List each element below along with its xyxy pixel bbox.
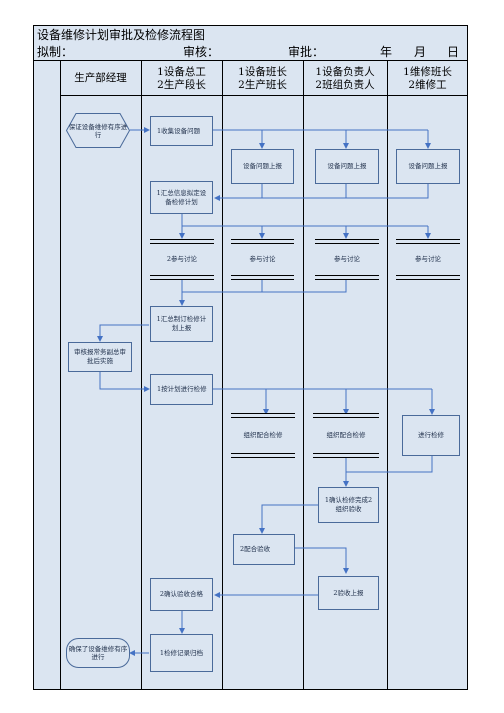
lane-divider (303, 60, 304, 690)
start-label: 保证设备维修有序进行 (68, 122, 128, 139)
confirm-complete-box: 1确认检修完成2组织验收 (318, 487, 379, 523)
repair-box: 进行检修 (402, 415, 460, 456)
arrow-repair-merge (345, 456, 433, 473)
lane-divider (387, 60, 388, 690)
collect-issues-box: 1收集设备问题 (150, 116, 213, 146)
coop-repair-box-a: 组织配合检修 (231, 413, 295, 458)
month-label: 月 (414, 45, 427, 59)
accept-report-box: 2验收上报 (318, 576, 379, 610)
day-label: 日 (447, 45, 460, 59)
approve-box: 审核报常务副总审批后实施 (68, 342, 132, 372)
lane-divider (222, 60, 223, 690)
lane-header-line: 1设备负责人 (315, 65, 375, 78)
review-label: 审核： (183, 45, 220, 59)
report-issue-box-b: 设备问题上报 (315, 149, 379, 184)
drafter-label: 拟制： (37, 45, 74, 59)
lane-header-owner: 1设备负责人 2班组负责人 (303, 62, 387, 95)
lane-header-line: 2维修工 (408, 78, 447, 91)
report-issue-box-a: 设备问题上报 (231, 149, 294, 184)
header-divider-bottom (60, 95, 468, 96)
lane-header-chief: 1设备总工 2生产段长 (141, 62, 222, 95)
end-label: 确保了设备维修有序进行 (68, 645, 128, 661)
year-label: 年 (380, 45, 393, 59)
hexagon-shape (66, 113, 130, 148)
discuss-box-b: 参与讨论 (231, 239, 294, 280)
discuss-box-a: 2参与讨论 (150, 239, 214, 280)
lane-header-line: 2生产段长 (157, 78, 206, 91)
discuss-box-d: 参与讨论 (396, 239, 460, 280)
arrow-reports-merge (261, 184, 429, 199)
lane-header-team-leader: 1设备班长 2生产班长 (222, 62, 303, 95)
execute-plan-box: 1按计划进行检修 (150, 374, 213, 405)
approve-label: 审批： (288, 45, 325, 59)
arrow-to-execute (99, 372, 150, 392)
assist-accept-box: 2配合验收 (233, 534, 295, 565)
revise-plan-box: 1汇总制订检修计划上报 (150, 306, 213, 342)
draft-plan-box: 1汇总信息拟定设备检修计划 (150, 181, 213, 214)
rounded-shape (66, 638, 130, 668)
lane-header-repair: 1维修班长 2维修工 (387, 62, 468, 95)
lane-header-line: 生产部经理 (74, 72, 127, 84)
arrow-to-accept (295, 547, 349, 574)
arrow-to-assist (259, 504, 318, 534)
discuss-box-c: 参与讨论 (315, 239, 379, 280)
arrow-to-approve (97, 324, 149, 342)
lane-divider (141, 60, 142, 690)
archive-box: 1检修记录归档 (150, 634, 213, 672)
lane-header-line: 2生产班长 (238, 78, 287, 91)
arrow-discuss-merge-right (261, 280, 347, 293)
report-issue-box-c: 设备问题上报 (396, 149, 460, 184)
page-title: 设备维修计划审批及检修流程图 (37, 28, 206, 42)
start-terminator: 保证设备维修有序进行 (66, 113, 130, 148)
arrow-discuss-merge-left (181, 280, 262, 293)
lane-header-line: 2班组负责人 (315, 78, 375, 91)
confirm-accept-box: 2确认验收合格 (150, 578, 213, 611)
lane-header-line: 1设备总工 (157, 65, 206, 78)
end-terminator: 确保了设备维修有序进行 (66, 638, 130, 668)
lane-divider (60, 60, 61, 690)
lane-header-line: 1设备班长 (238, 65, 287, 78)
lane-header-manager: 生产部经理 (60, 62, 141, 95)
arrow-summarize-branch (181, 214, 428, 227)
header-divider-top (33, 60, 468, 61)
lane-header-line: 1维修班长 (403, 65, 452, 78)
coop-repair-box-b: 组织配合检修 (313, 413, 379, 458)
